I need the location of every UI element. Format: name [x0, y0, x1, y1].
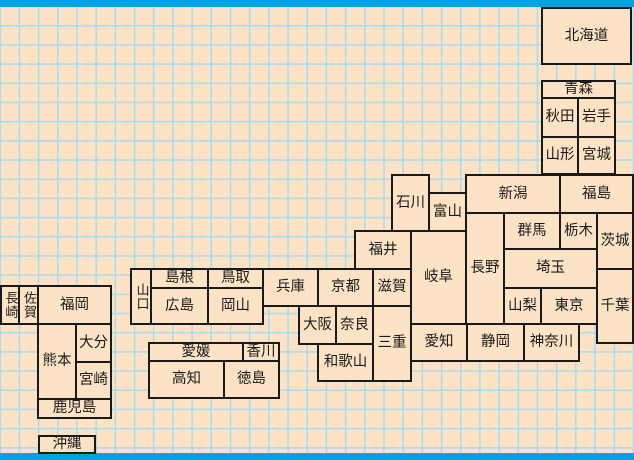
prefecture-nagano[interactable]: 長野: [465, 212, 505, 325]
prefecture-chiba[interactable]: 千葉: [596, 268, 634, 344]
prefecture-tokushima[interactable]: 徳島: [223, 360, 280, 399]
prefecture-kyoto[interactable]: 京都: [317, 268, 374, 307]
prefecture-hiroshima[interactable]: 広島: [150, 287, 209, 325]
prefecture-aichi[interactable]: 愛知: [410, 323, 468, 362]
prefecture-fukuoka[interactable]: 福岡: [37, 285, 112, 325]
prefecture-kochi[interactable]: 高知: [148, 360, 225, 399]
prefecture-saga[interactable]: 佐賀: [18, 285, 39, 325]
top-border-bar: [0, 0, 634, 7]
prefecture-tochigi[interactable]: 栃木: [559, 212, 598, 250]
prefecture-okayama[interactable]: 岡山: [207, 287, 264, 325]
prefecture-ishikawa[interactable]: 石川: [391, 174, 430, 232]
prefecture-kanagawa[interactable]: 神奈川: [523, 323, 580, 362]
prefecture-fukui[interactable]: 福井: [354, 230, 412, 270]
prefecture-hyogo[interactable]: 兵庫: [262, 268, 319, 307]
prefecture-akita[interactable]: 秋田: [541, 97, 579, 138]
prefecture-osaka[interactable]: 大阪: [298, 305, 337, 345]
prefecture-ibaraki[interactable]: 茨城: [596, 212, 634, 270]
prefecture-kumamoto[interactable]: 熊本: [37, 323, 77, 400]
prefecture-nagasaki[interactable]: 長崎: [0, 285, 20, 325]
prefecture-mie[interactable]: 三重: [372, 305, 412, 382]
prefecture-yamanashi[interactable]: 山梨: [503, 287, 542, 325]
prefecture-yamagata[interactable]: 山形: [541, 136, 579, 175]
prefecture-kagawa[interactable]: 香川: [242, 342, 280, 362]
prefecture-nara[interactable]: 奈良: [335, 305, 374, 345]
prefecture-kagoshima[interactable]: 鹿児島: [37, 398, 112, 419]
prefecture-shiga[interactable]: 滋賀: [372, 268, 412, 307]
prefecture-ehime[interactable]: 愛媛: [148, 342, 244, 362]
prefecture-hokkaido[interactable]: 北海道: [541, 7, 632, 65]
prefecture-miyazaki[interactable]: 宮崎: [75, 361, 112, 400]
bottom-border-bar: [0, 453, 634, 460]
prefecture-gifu[interactable]: 岐阜: [410, 230, 467, 325]
prefecture-shimane[interactable]: 島根: [150, 268, 209, 289]
prefecture-oita[interactable]: 大分: [75, 323, 112, 363]
prefecture-tokyo[interactable]: 東京: [540, 287, 598, 325]
prefecture-iwate[interactable]: 岩手: [577, 97, 616, 138]
prefecture-wakayama[interactable]: 和歌山: [317, 343, 374, 382]
prefecture-shizuoka[interactable]: 静岡: [466, 323, 525, 362]
prefecture-miyagi[interactable]: 宮城: [577, 136, 616, 175]
prefecture-okinawa[interactable]: 沖縄: [38, 435, 96, 454]
prefecture-yamaguchi[interactable]: 山口: [130, 268, 152, 325]
prefecture-gunma[interactable]: 群馬: [503, 212, 561, 250]
prefecture-fukushima[interactable]: 福島: [559, 174, 634, 214]
prefecture-toyama[interactable]: 富山: [428, 192, 467, 232]
prefecture-niigata[interactable]: 新潟: [465, 174, 561, 214]
prefecture-saitama[interactable]: 埼玉: [503, 248, 598, 289]
prefecture-tottori[interactable]: 鳥取: [207, 268, 264, 289]
